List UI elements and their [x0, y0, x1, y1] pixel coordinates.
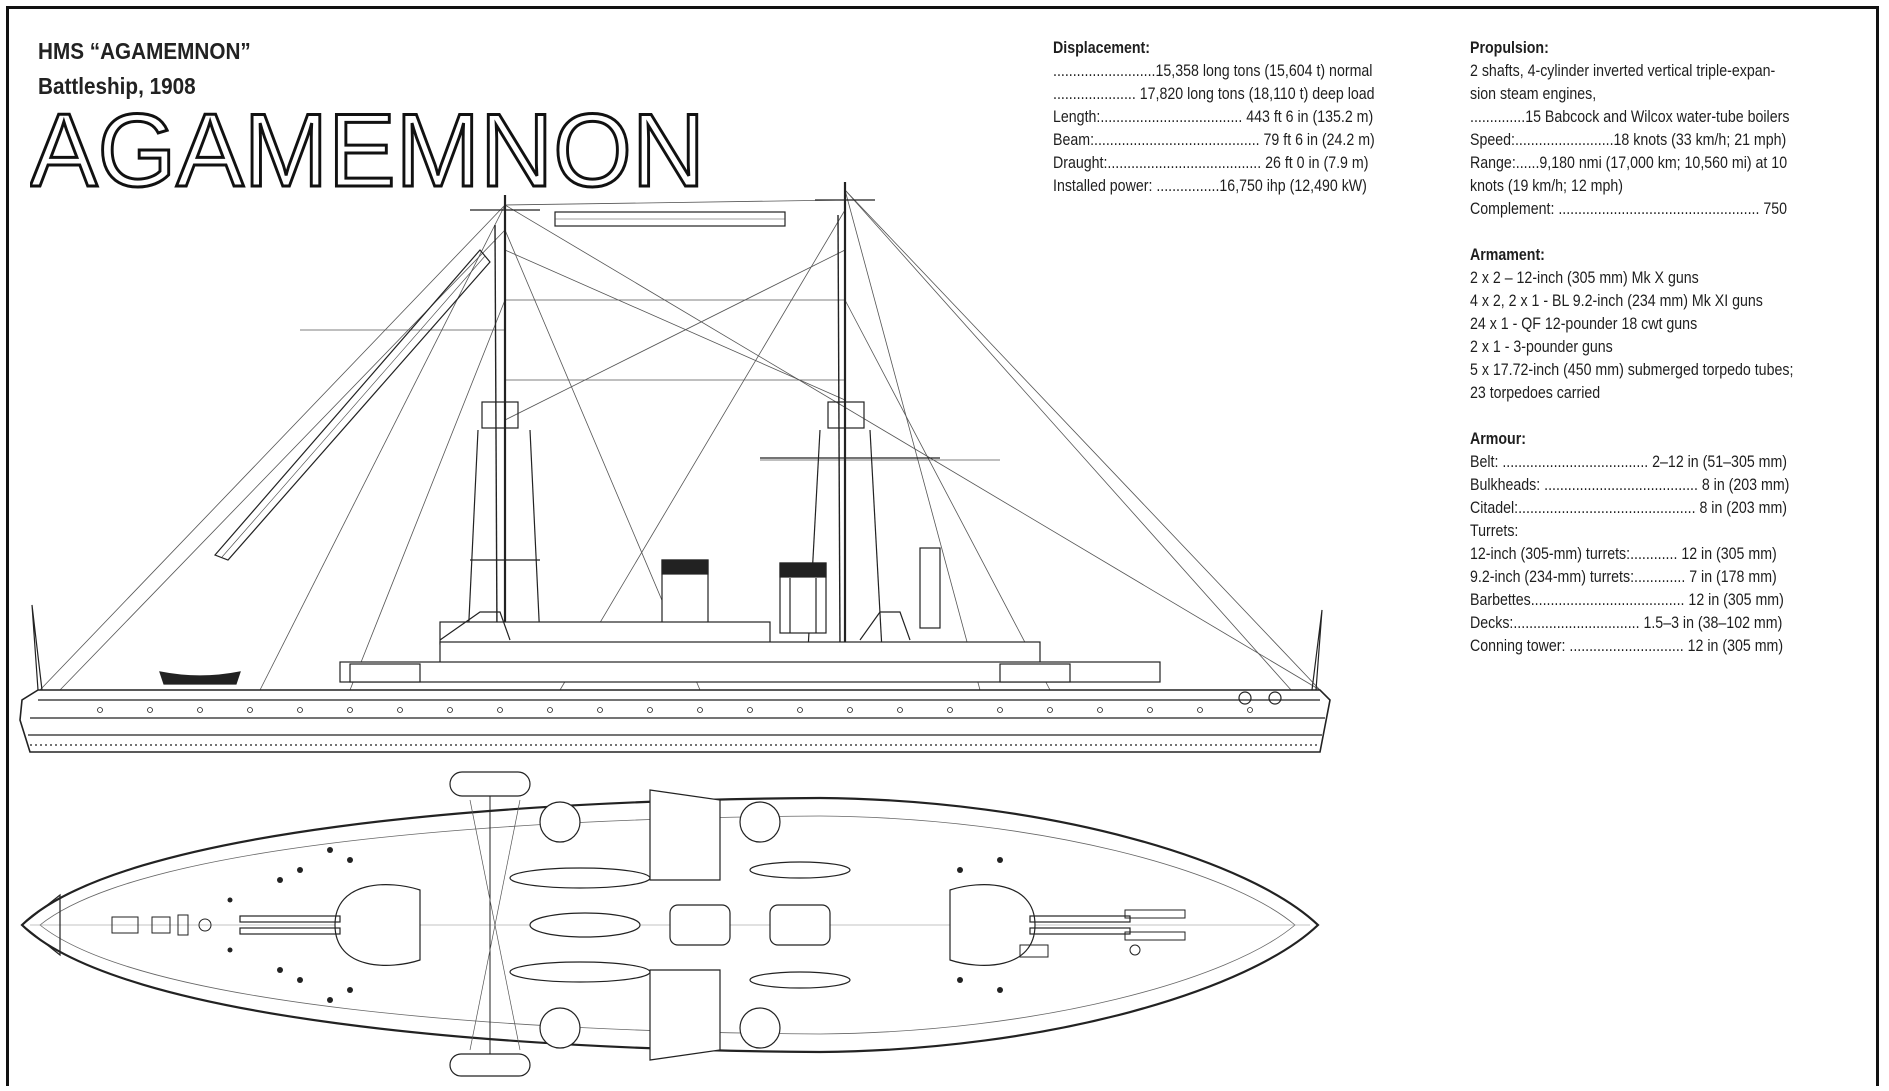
aft-turret-profile [999, 663, 1071, 683]
spec-beam: Beam:...................................… [1053, 131, 1375, 149]
drawing-frame [6, 6, 1879, 1086]
aft-main-turret-plan [949, 884, 1131, 966]
spec-turrets: Turrets: [1470, 522, 1519, 540]
spec-disp_h: Displacement: [1053, 39, 1151, 57]
spec-bulk: Bulkheads: .............................… [1470, 476, 1790, 494]
spec-disp_1: ..........................15,358 long to… [1053, 62, 1373, 80]
superstructure [339, 547, 1161, 683]
spec-arm_1: 2 x 2 – 12-inch (305 mm) Mk X guns [1470, 269, 1699, 287]
specs-right-column: Propulsion: 2 shafts, 4-cylinder inverted… [1470, 37, 1793, 658]
ship-type-heading: Battleship, 1908 [38, 73, 196, 99]
funnels [661, 559, 827, 634]
funnels-plan [669, 904, 831, 946]
deck-fittings [111, 909, 1186, 958]
anchor-2 [1268, 691, 1282, 705]
spec-range_1: Range:......9,180 nmi (17,000 km; 10,560… [1470, 154, 1788, 172]
spec-belt: Belt: ..................................… [1470, 453, 1788, 471]
mainmast [760, 182, 940, 651]
spec-prop_2: sion steam engines, [1470, 85, 1597, 103]
spec-tur_92: 9.2-inch (234-mm) turrets:............. … [1470, 568, 1777, 586]
spec-arm_3: 24 x 1 - QF 12-pounder 18 cwt guns [1470, 315, 1698, 333]
spec-barb: Barbettes...............................… [1470, 591, 1784, 609]
anchor-1 [1238, 691, 1252, 705]
spec-arm_5: 5 x 17.72-inch (450 mm) submerged torped… [1470, 361, 1794, 379]
boat-boom-top [449, 771, 531, 797]
fore-turret-profile [349, 663, 421, 683]
spec-arm_h: Armament: [1470, 246, 1545, 264]
specs-left-column: Displacement: ..........................1… [1053, 37, 1375, 198]
spec-tur_12: 12-inch (305-mm) turrets:............ 12… [1470, 545, 1777, 563]
boat-boom-bottom [449, 1053, 531, 1077]
spec-armour_h: Armour: [1470, 430, 1526, 448]
spec-disp_2: ..................... 17,820 long tons (… [1053, 85, 1375, 103]
fore-main-turret-plan [239, 884, 421, 966]
spec-draught: Draught:................................… [1053, 154, 1369, 172]
spec-arm_2: 4 x 2, 2 x 1 - BL 9.2-inch (234 mm) Mk X… [1470, 292, 1763, 310]
spec-range_2: knots (19 km/h; 12 mph) [1470, 177, 1624, 195]
spec-prop_1: 2 shafts, 4-cylinder inverted vertical t… [1470, 62, 1776, 80]
spec-speed: Speed:.........................18 knots … [1470, 131, 1787, 149]
spec-arm_4: 2 x 1 - 3-pounder guns [1470, 338, 1613, 356]
spec-citadel: Citadel:................................… [1470, 499, 1788, 517]
outlined-title: AGAMEMNON [30, 98, 707, 194]
deck-bollards [227, 847, 1003, 1003]
deck-boats [509, 861, 851, 989]
spec-decks: Decks:................................ 1… [1470, 614, 1783, 632]
side-elevation [19, 182, 1331, 753]
hull-profile [19, 604, 1331, 753]
spec-conn: Conning tower: .........................… [1470, 637, 1784, 655]
ship-name-heading: HMS “AGAMEMNON” [38, 38, 251, 64]
outlined-title-text: AGAMEMNON [30, 98, 705, 194]
spec-arm_6: 23 torpedoes carried [1470, 384, 1601, 402]
spec-power: Installed power: ................16,750 … [1053, 177, 1367, 195]
portholes [97, 707, 1253, 713]
spec-prop_3: ..............15 Babcock and Wilcox wate… [1470, 108, 1790, 126]
plan-view [20, 771, 1320, 1077]
ships-boat [159, 671, 241, 685]
spec-length: Length:.................................… [1053, 108, 1374, 126]
foremast [467, 195, 541, 641]
boat-derrick [213, 249, 491, 561]
secondary-turrets-plan [539, 789, 781, 1061]
spec-compl: Complement: ............................… [1470, 200, 1788, 218]
spec-prop_h: Propulsion: [1470, 39, 1549, 57]
